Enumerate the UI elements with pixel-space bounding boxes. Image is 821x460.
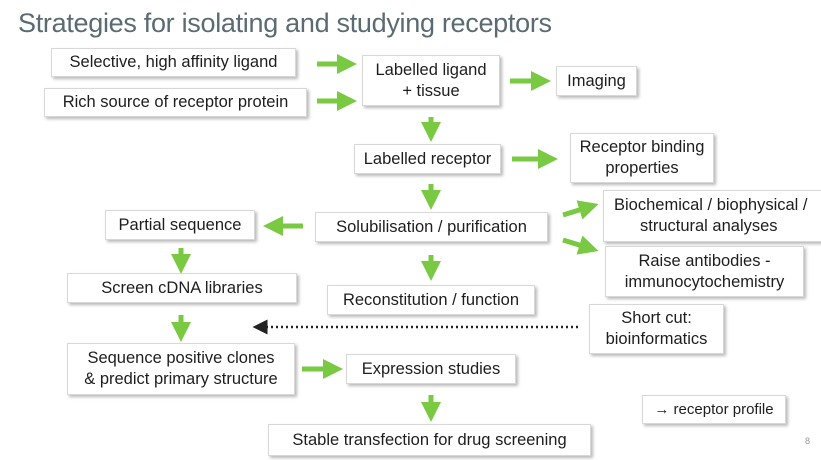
- box-label: Labelled ligand: [375, 60, 487, 79]
- box-label: Stable transfection for drug screening: [292, 430, 567, 449]
- box-label: Labelled receptor: [363, 149, 492, 168]
- box-shortcut: Short cut: bioinformatics: [589, 304, 724, 354]
- box-selective-ligand: Selective, high affinity ligand: [51, 48, 296, 77]
- box-label: Partial sequence: [118, 215, 242, 234]
- box-label: Imaging: [567, 71, 626, 90]
- box-sequence-clones: Sequence positive clones & predict primar…: [67, 343, 295, 395]
- box-screen-cdna: Screen cDNA libraries: [67, 273, 297, 303]
- box-labelled-ligand: Labelled ligand + tissue: [362, 55, 500, 106]
- box-binding-properties: Receptor binding properties: [570, 133, 714, 183]
- arrow-to-biochemical: [562, 200, 599, 220]
- box-label: Biochemical / biophysical /: [614, 196, 808, 214]
- box-label: Reconstitution / function: [342, 290, 520, 309]
- box-antibodies: Raise antibodies - immunocytochemistry: [605, 246, 804, 297]
- box-label: Expression studies: [361, 359, 501, 378]
- box-label: Raise antibodies -: [638, 251, 771, 270]
- box-label: Selective, high affinity ligand: [69, 53, 278, 71]
- box-label: Sequence positive clones: [87, 349, 275, 367]
- box-rich-source: Rich source of receptor protein: [44, 88, 307, 117]
- slide-title: Strategies for isolating and studying re…: [18, 8, 552, 38]
- box-expression: Expression studies: [346, 354, 516, 384]
- box-label: Solubilisation / purification: [336, 217, 527, 236]
- box-stable-transfection: Stable transfection for drug screening: [268, 424, 591, 456]
- box-label: & predict primary structure: [84, 370, 278, 388]
- box-label: properties: [605, 159, 679, 177]
- box-label: → receptor profile: [654, 401, 774, 418]
- box-label: Receptor binding: [579, 138, 705, 156]
- box-label: bioinformatics: [605, 330, 708, 348]
- box-biochemical: Biochemical / biophysical / structural an…: [603, 190, 821, 242]
- box-imaging: Imaging: [556, 66, 637, 96]
- box-label: Rich source of receptor protein: [62, 93, 289, 111]
- box-label: immunocytochemistry: [624, 272, 785, 291]
- page-number: 8: [805, 436, 811, 446]
- box-labelled-receptor: Labelled receptor: [354, 144, 501, 174]
- arrow-to-antibodies: [562, 235, 599, 255]
- box-receptor-profile: → receptor profile: [642, 395, 786, 424]
- box-label: structural analyses: [640, 217, 778, 235]
- box-solubilisation: Solubilisation / purification: [315, 212, 548, 242]
- box-label: + tissue: [402, 81, 460, 100]
- box-partial-sequence: Partial sequence: [105, 210, 255, 240]
- box-label: Screen cDNA libraries: [101, 278, 263, 297]
- box-label: Short cut:: [621, 309, 692, 327]
- box-reconstitution: Reconstitution / function: [327, 285, 535, 315]
